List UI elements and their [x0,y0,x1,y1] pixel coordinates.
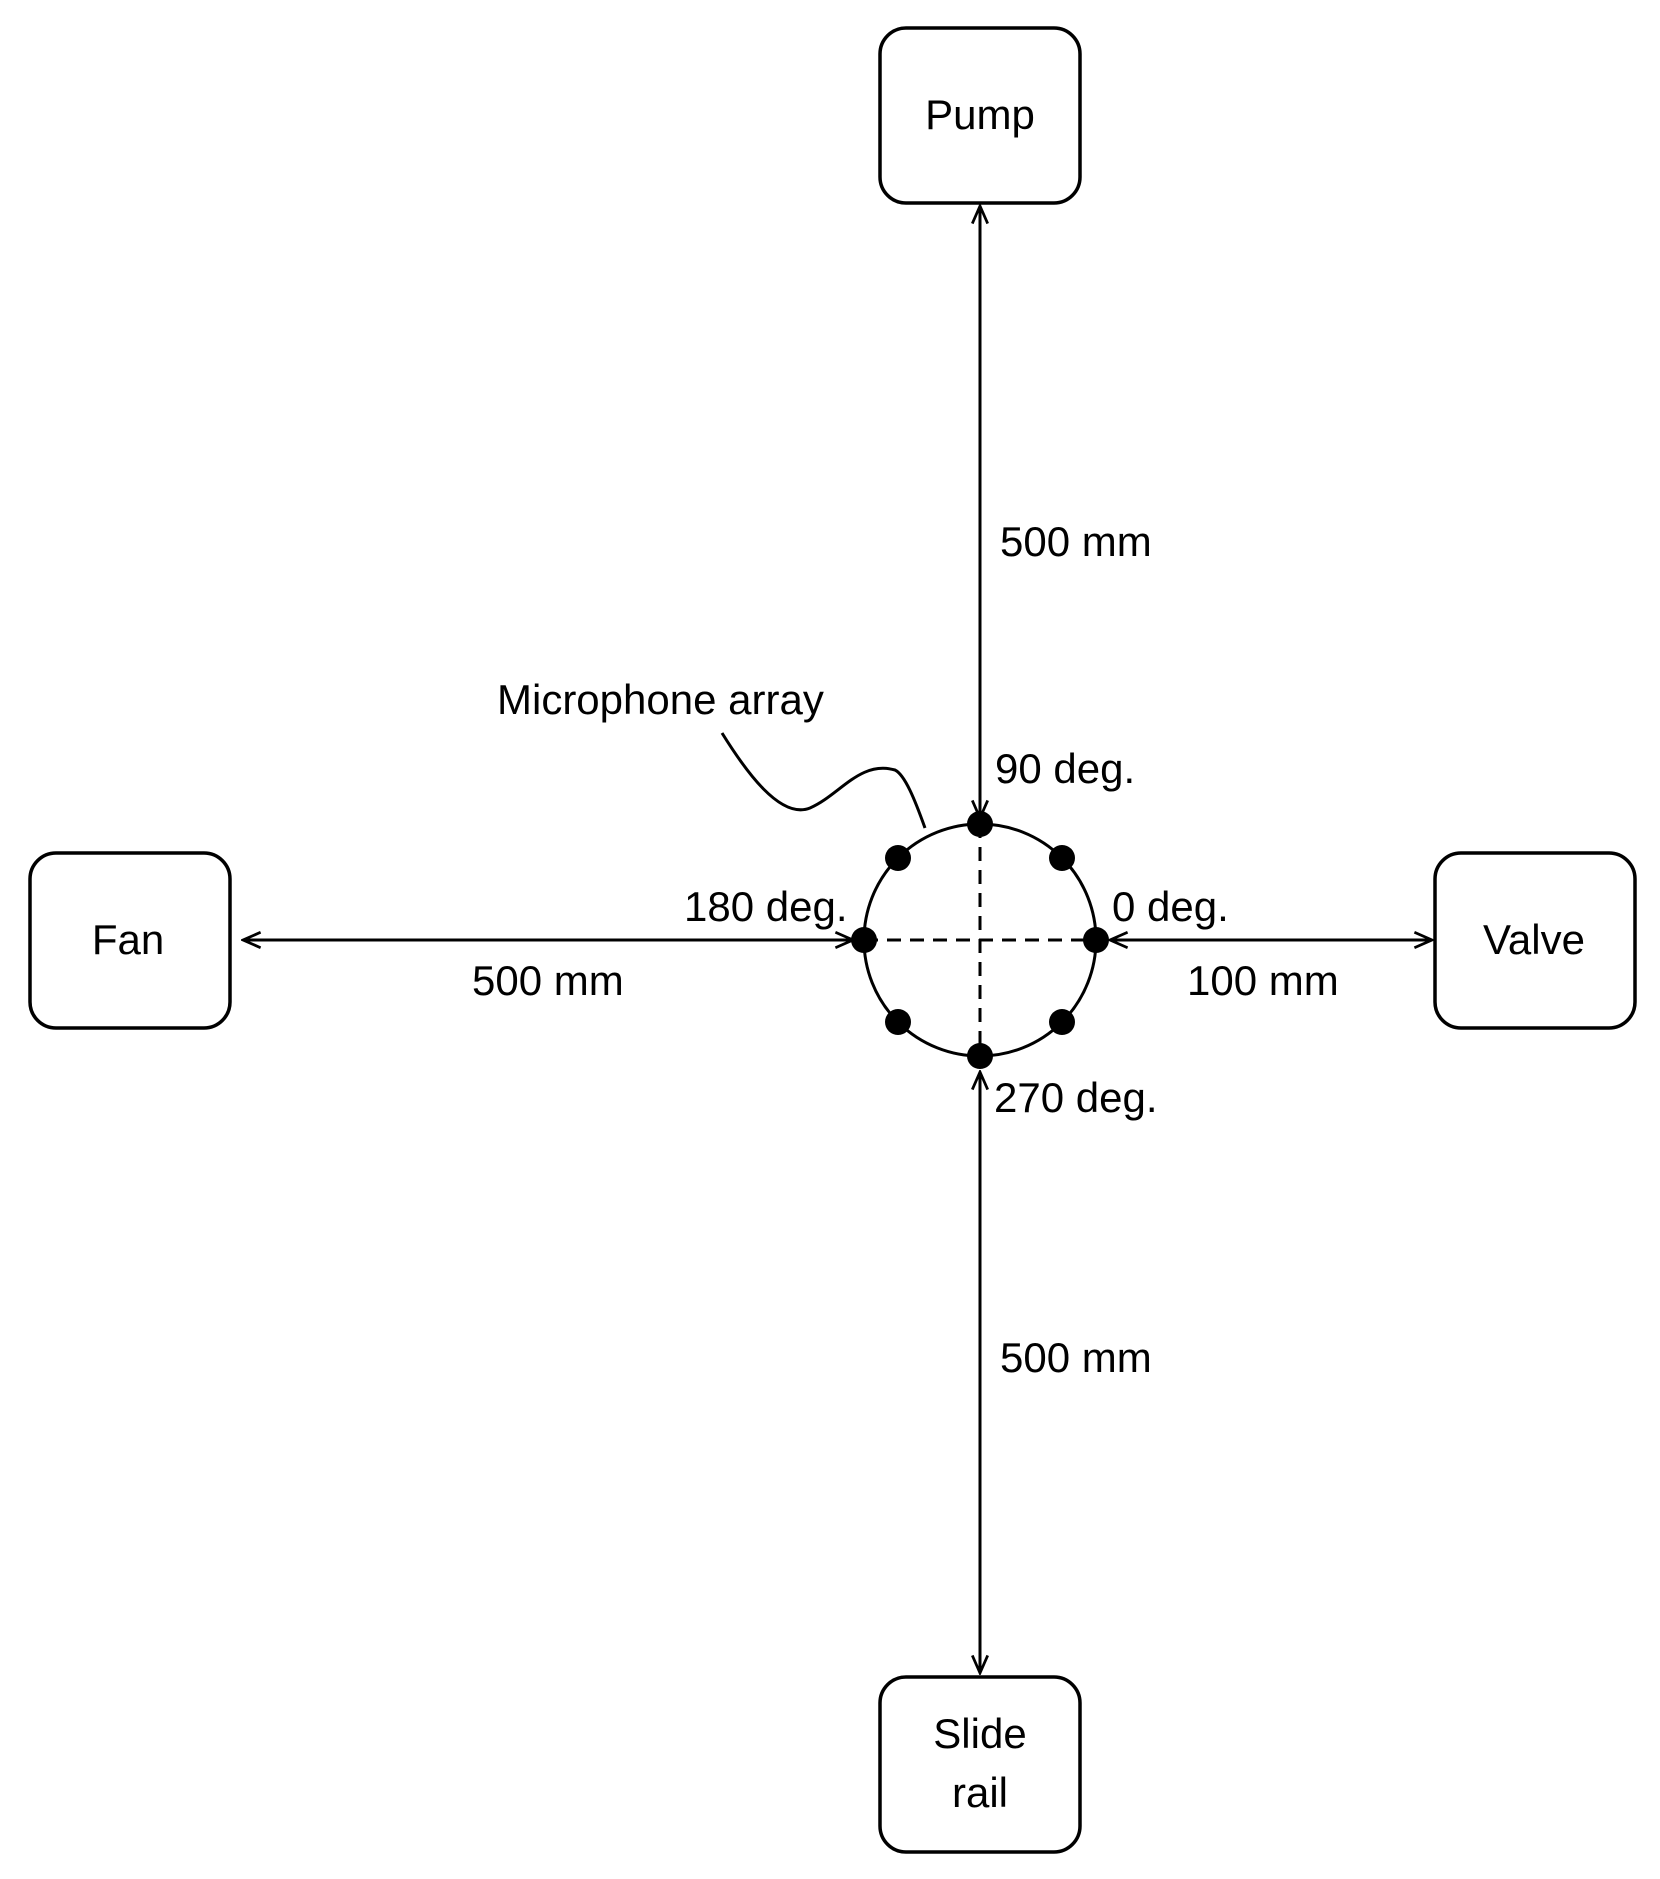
valve-label: Valve [1483,916,1585,963]
microphone-dot [967,1043,993,1069]
slide-rail-distance-label: 500 mm [1000,1334,1152,1381]
angle-270-label: 270 deg. [994,1074,1158,1121]
angle-180-label: 180 deg. [684,883,848,930]
microphone-array [851,811,1109,1069]
fan-label: Fan [92,916,164,963]
fan-distance-label: 500 mm [472,957,624,1004]
microphone-dot [1049,845,1075,871]
microphone-dot [967,811,993,837]
slide-rail-label-line2: rail [952,1769,1008,1816]
microphone-dot [885,1009,911,1035]
microphone-array-leader [720,732,927,829]
pump-distance-label: 500 mm [1000,518,1152,565]
microphone-dot [1049,1009,1075,1035]
microphone-dot [851,927,877,953]
pump-label: Pump [925,91,1035,138]
angle-90-label: 90 deg. [995,745,1135,792]
microphone-dot [1083,927,1109,953]
microphone-array-label: Microphone array [497,676,824,723]
microphone-dots [851,811,1109,1069]
slide-rail-label-line1: Slide [933,1710,1026,1757]
pump-box: Pump [878,26,1082,205]
valve-distance-label: 100 mm [1187,957,1339,1004]
angle-0-label: 0 deg. [1112,883,1229,930]
slide-rail-box: Slide rail [878,1675,1082,1854]
microphone-dot [885,845,911,871]
valve-box: Valve [1433,851,1637,1030]
fan-box: Fan [28,851,232,1030]
